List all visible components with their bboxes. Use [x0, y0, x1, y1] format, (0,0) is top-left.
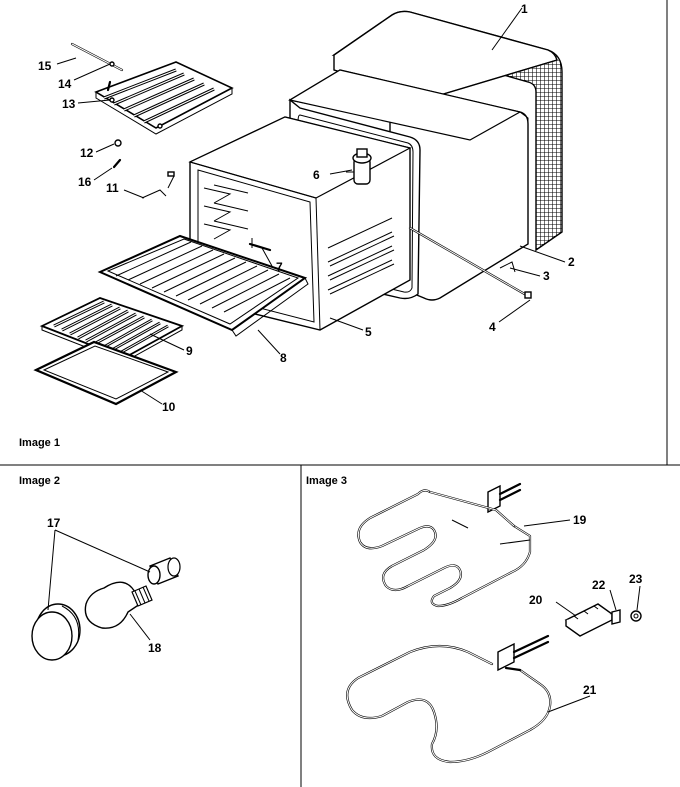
rack-clip [248, 238, 272, 252]
image-1-panel: 1 2 3 4 5 6 7 8 9 10 11 12 13 14 15 16 I… [19, 2, 575, 449]
callout-22: 22 [592, 578, 606, 592]
light-socket-sleeve [147, 557, 181, 585]
light-lens-cover [31, 603, 81, 661]
callouts-1: 1 2 3 4 5 6 7 8 9 10 11 12 13 14 15 16 [38, 2, 575, 414]
callout-21: 21 [583, 683, 597, 697]
image-3-panel: Image 3 [306, 475, 643, 764]
bake-element [346, 634, 552, 764]
leader-lines-2 [47, 529, 151, 641]
callout-2: 2 [568, 255, 575, 269]
callout-4: 4 [489, 320, 496, 334]
callout-9: 9 [186, 344, 193, 358]
callout-10: 10 [162, 400, 176, 414]
rear-rod-assembly [408, 226, 532, 299]
callout-23: 23 [629, 572, 643, 586]
nut [630, 610, 642, 622]
callout-3: 3 [543, 269, 550, 283]
callout-11: 11 [106, 181, 119, 195]
thermostat-bulb-fitting [346, 148, 372, 185]
caption-image-2: Image 2 [19, 475, 60, 487]
callout-6: 6 [313, 168, 320, 182]
callout-20: 20 [529, 593, 543, 607]
insulation-blanket [331, 10, 563, 252]
terminal-block [564, 603, 614, 637]
callout-15: 15 [38, 59, 52, 73]
callout-5: 5 [365, 325, 372, 339]
small-hardware [112, 139, 175, 199]
callout-1: 1 [521, 2, 528, 16]
light-bulb [84, 581, 153, 629]
callout-16: 16 [78, 175, 92, 189]
callout-12: 12 [80, 146, 94, 160]
callout-7: 7 [276, 260, 283, 274]
caption-image-3: Image 3 [306, 475, 347, 487]
callout-8: 8 [280, 351, 287, 365]
block-bracket [611, 609, 621, 625]
top-rod [70, 42, 124, 92]
callout-13: 13 [62, 97, 76, 111]
callout-19: 19 [573, 513, 587, 527]
oven-top-shelf [94, 61, 234, 135]
broil-element [357, 482, 532, 608]
broiler-grid [39, 297, 185, 363]
leader-lines-3 [523, 519, 641, 713]
oven-rack [97, 234, 309, 337]
image-2-panel: Image 2 17 18 [19, 475, 181, 661]
callout-14: 14 [58, 77, 72, 91]
broiler-pan [33, 340, 179, 406]
leader-lines-1 [56, 7, 566, 405]
caption-image-1: Image 1 [19, 437, 60, 449]
callout-17: 17 [47, 516, 61, 530]
callout-18: 18 [148, 641, 162, 655]
